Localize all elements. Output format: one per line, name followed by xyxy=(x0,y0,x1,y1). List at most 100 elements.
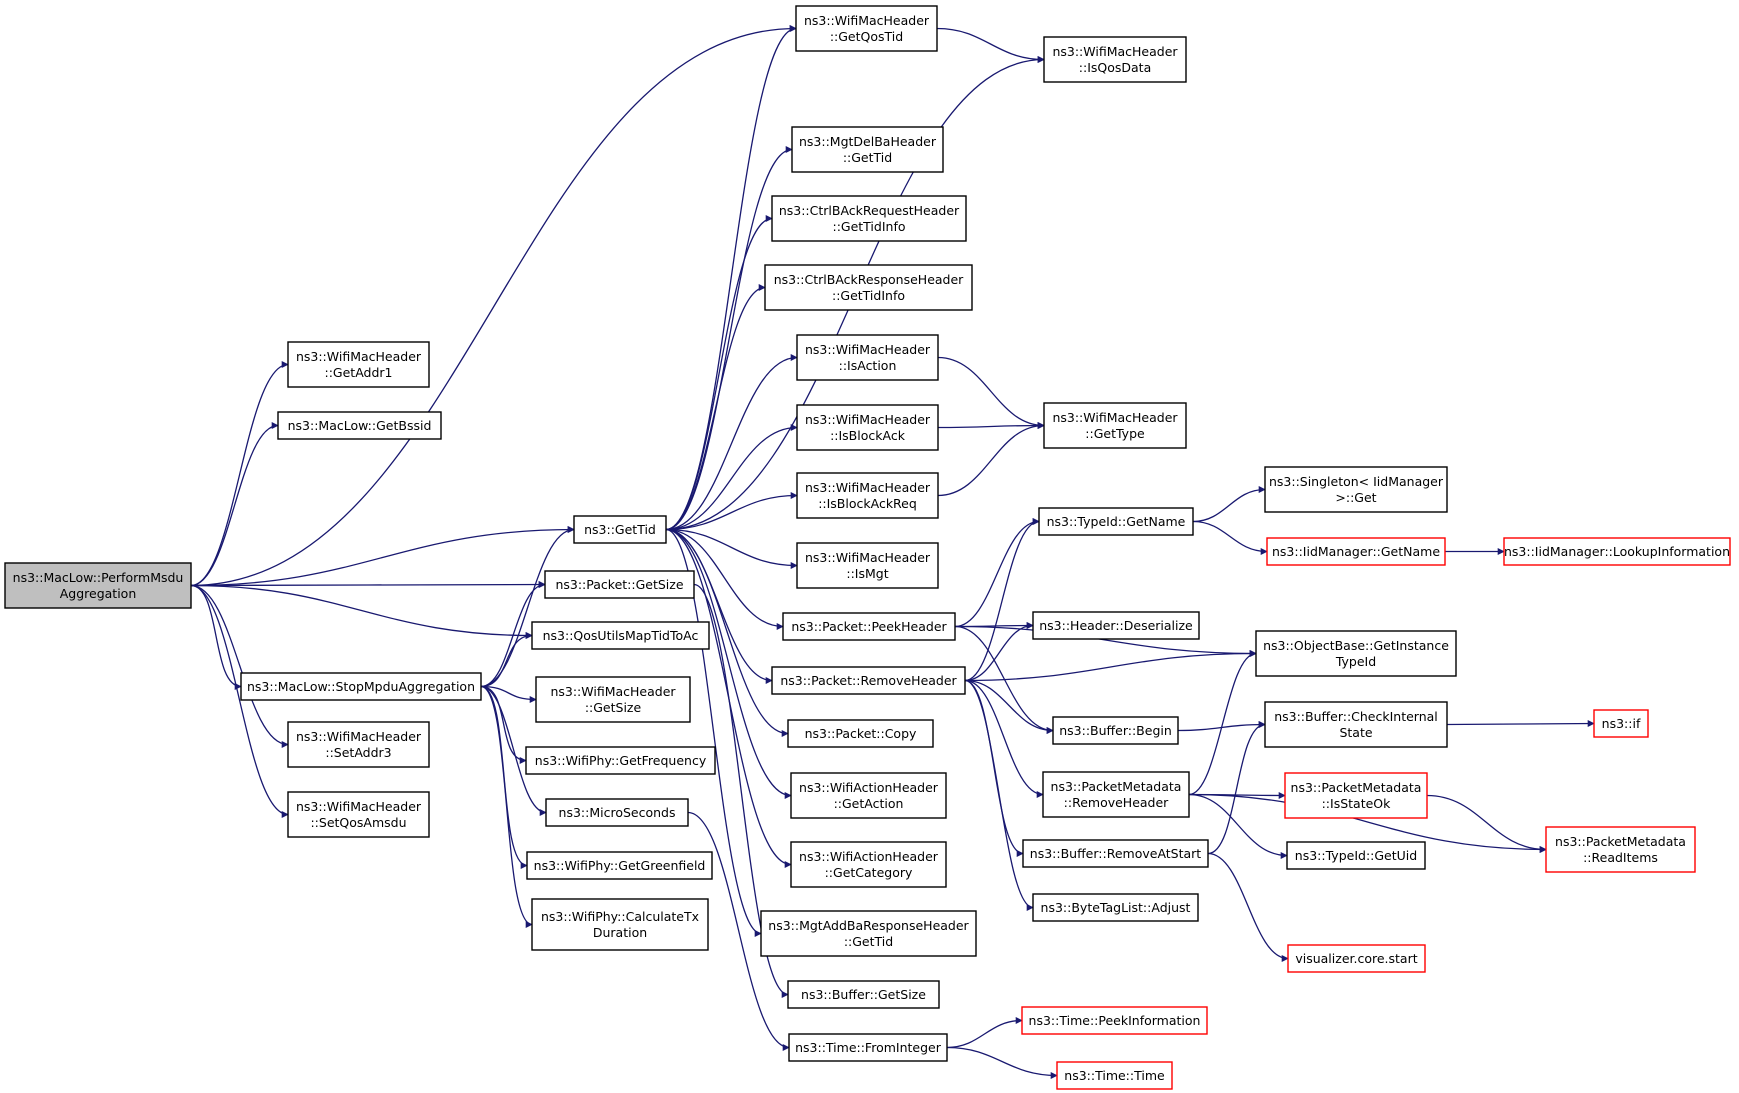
node-isblockack[interactable]: ns3::WifiMacHeader::IsBlockAck xyxy=(796,404,939,451)
node-label-line: ns3::WifiMacHeader xyxy=(1052,44,1178,59)
node-label-line: ::GetTidInfo xyxy=(832,219,905,234)
node-gettid[interactable]: ns3::GetTid xyxy=(573,515,667,544)
node-ctrlreq[interactable]: ns3::CtrlBAckRequestHeader::GetTidInfo xyxy=(771,195,967,242)
node-getcategory[interactable]: ns3::WifiActionHeader::GetCategory xyxy=(790,841,947,888)
node-peekinfo[interactable]: ns3::Time::PeekInformation xyxy=(1021,1006,1208,1035)
node-label-line: ns3::TypeId::GetName xyxy=(1047,514,1186,529)
node-setaddr3[interactable]: ns3::WifiMacHeader::SetAddr3 xyxy=(287,721,430,768)
node-whgetsize[interactable]: ns3::WifiMacHeader::GetSize xyxy=(535,676,691,723)
node-iidlookup[interactable]: ns3::IidManager::LookupInformation xyxy=(1503,537,1731,566)
node-nsif[interactable]: ns3::if xyxy=(1593,709,1649,738)
edge-root-to-getqostid xyxy=(190,25,797,587)
node-label-line: ns3::PacketMetadata xyxy=(1291,780,1422,795)
node-box xyxy=(287,791,430,838)
node-stopmpdu[interactable]: ns3::MacLow::StopMpduAggregation xyxy=(240,672,482,701)
node-isaction[interactable]: ns3::WifiMacHeader::IsAction xyxy=(796,334,939,381)
node-bytetag[interactable]: ns3::ByteTagList::Adjust xyxy=(1032,893,1199,922)
edge-path xyxy=(1188,650,1257,796)
node-isblockackreq[interactable]: ns3::WifiMacHeader::IsBlockAckReq xyxy=(796,472,939,519)
node-bufgetsize[interactable]: ns3::Buffer::GetSize xyxy=(787,980,940,1009)
node-label-line: ns3::WifiPhy::CalculateTx xyxy=(541,909,699,924)
node-ctrlresp[interactable]: ns3::CtrlBAckResponseHeader::GetTidInfo xyxy=(764,264,973,311)
node-iidname[interactable]: ns3::IidManager::GetName xyxy=(1266,537,1446,566)
edge-root-to-pkgetsize xyxy=(190,581,546,589)
node-ismgt[interactable]: ns3::WifiMacHeader::IsMgt xyxy=(796,542,939,589)
node-singleton[interactable]: ns3::Singleton< IidManager>::Get xyxy=(1264,466,1448,513)
edge-path xyxy=(1446,720,1595,728)
node-getaction[interactable]: ns3::WifiActionHeader::GetAction xyxy=(790,772,947,819)
edge-path xyxy=(1426,794,1547,853)
node-getbssid[interactable]: ns3::MacLow::GetBssid xyxy=(277,411,442,440)
node-getfreq[interactable]: ns3::WifiPhy::GetFrequency xyxy=(525,746,716,775)
node-label-line: ::GetAction xyxy=(834,796,904,811)
node-label-line: ::SetQosAmsdu xyxy=(310,815,406,830)
node-box xyxy=(525,746,716,775)
node-removeheader[interactable]: ns3::Packet::RemoveHeader xyxy=(771,666,966,695)
node-delba[interactable]: ns3::MgtDelBaHeader::GetTid xyxy=(791,126,944,173)
node-pkcopy[interactable]: ns3::Packet::Copy xyxy=(787,719,934,748)
edge-path xyxy=(1192,486,1266,523)
edge-path xyxy=(190,584,533,639)
node-vizstart[interactable]: visualizer.core.start xyxy=(1287,944,1426,973)
node-box xyxy=(787,980,940,1009)
node-label-line: ns3::WifiActionHeader xyxy=(799,849,939,864)
node-isqosdata[interactable]: ns3::WifiMacHeader::IsQosData xyxy=(1043,36,1187,83)
node-getqostid[interactable]: ns3::WifiMacHeader::GetQosTid xyxy=(795,5,938,52)
edge-path xyxy=(190,25,797,587)
edge-gettid-to-isblockackreq xyxy=(665,492,798,531)
node-label-line: ns3::MicroSeconds xyxy=(559,805,676,820)
edge-fromint-to-timetime xyxy=(946,1046,1058,1079)
node-typeidname[interactable]: ns3::TypeId::GetName xyxy=(1038,507,1194,536)
edge-pkgetsize-to-bufgetsize xyxy=(693,583,789,998)
node-timetime[interactable]: ns3::Time::Time xyxy=(1056,1061,1173,1090)
edge-path xyxy=(937,422,1045,497)
node-bufbegin[interactable]: ns3::Buffer::Begin xyxy=(1052,716,1179,745)
edge-stopmpdu-to-micro xyxy=(480,685,547,816)
edge-path xyxy=(190,584,242,690)
node-box xyxy=(787,719,934,748)
node-hdrdeser[interactable]: ns3::Header::Deserialize xyxy=(1032,611,1200,640)
node-label-line: ns3::CtrlBAckRequestHeader xyxy=(779,203,960,218)
node-peekheader[interactable]: ns3::Packet::PeekHeader xyxy=(782,612,956,641)
node-pmisstate[interactable]: ns3::PacketMetadata::IsStateOk xyxy=(1284,772,1428,819)
node-addbaresp[interactable]: ns3::MgtAddBaResponseHeader::GetTid xyxy=(760,910,977,957)
node-box xyxy=(544,570,695,599)
node-label-line: ns3::WifiMacHeader xyxy=(805,412,931,427)
node-label-line: ns3::TypeId::GetUid xyxy=(1295,848,1417,863)
edge-isblockackreq-to-gettype xyxy=(937,422,1045,497)
edge-path xyxy=(1188,793,1547,853)
edge-removeheader-to-hdrdeser xyxy=(964,622,1034,682)
edge-gettid-to-getaction xyxy=(665,528,792,799)
node-box xyxy=(531,898,709,951)
node-fromint[interactable]: ns3::Time::FromInteger xyxy=(788,1033,948,1062)
node-typeiduid[interactable]: ns3::TypeId::GetUid xyxy=(1286,841,1426,870)
node-label-line: ::RemoveHeader xyxy=(1064,795,1170,810)
node-label-line: Duration xyxy=(593,925,647,940)
node-box xyxy=(791,126,944,173)
node-label-line: ns3::WifiPhy::GetGreenfield xyxy=(534,858,706,873)
node-pmread[interactable]: ns3::PacketMetadata::ReadItems xyxy=(1545,826,1696,873)
node-label-line: ns3::Time::PeekInformation xyxy=(1029,1013,1201,1028)
edge-gettid-to-ctrlresp xyxy=(665,284,766,531)
node-greenfield[interactable]: ns3::WifiPhy::GetGreenfield xyxy=(526,851,713,880)
node-getaddr1[interactable]: ns3::WifiMacHeader::GetAddr1 xyxy=(287,341,430,388)
node-micro[interactable]: ns3::MicroSeconds xyxy=(545,798,689,827)
edge-root-to-getbssid xyxy=(190,422,279,587)
node-pmremove[interactable]: ns3::PacketMetadata::RemoveHeader xyxy=(1042,771,1190,818)
edge-path xyxy=(1207,721,1266,855)
node-label-line: ns3::Time::FromInteger xyxy=(795,1040,942,1055)
node-setqos[interactable]: ns3::WifiMacHeader::SetQosAmsdu xyxy=(287,791,430,838)
node-bufremove[interactable]: ns3::Buffer::RemoveAtStart xyxy=(1022,839,1209,868)
edge-removeheader-to-objinst xyxy=(964,650,1257,682)
node-pkgetsize[interactable]: ns3::Packet::GetSize xyxy=(544,570,695,599)
node-box xyxy=(796,542,939,589)
node-gettype[interactable]: ns3::WifiMacHeader::GetType xyxy=(1043,402,1187,449)
edge-removeheader-to-bytetag xyxy=(964,679,1034,911)
node-qosmap[interactable]: ns3::QosUtilsMapTidToAc xyxy=(531,621,710,650)
node-box xyxy=(796,472,939,519)
